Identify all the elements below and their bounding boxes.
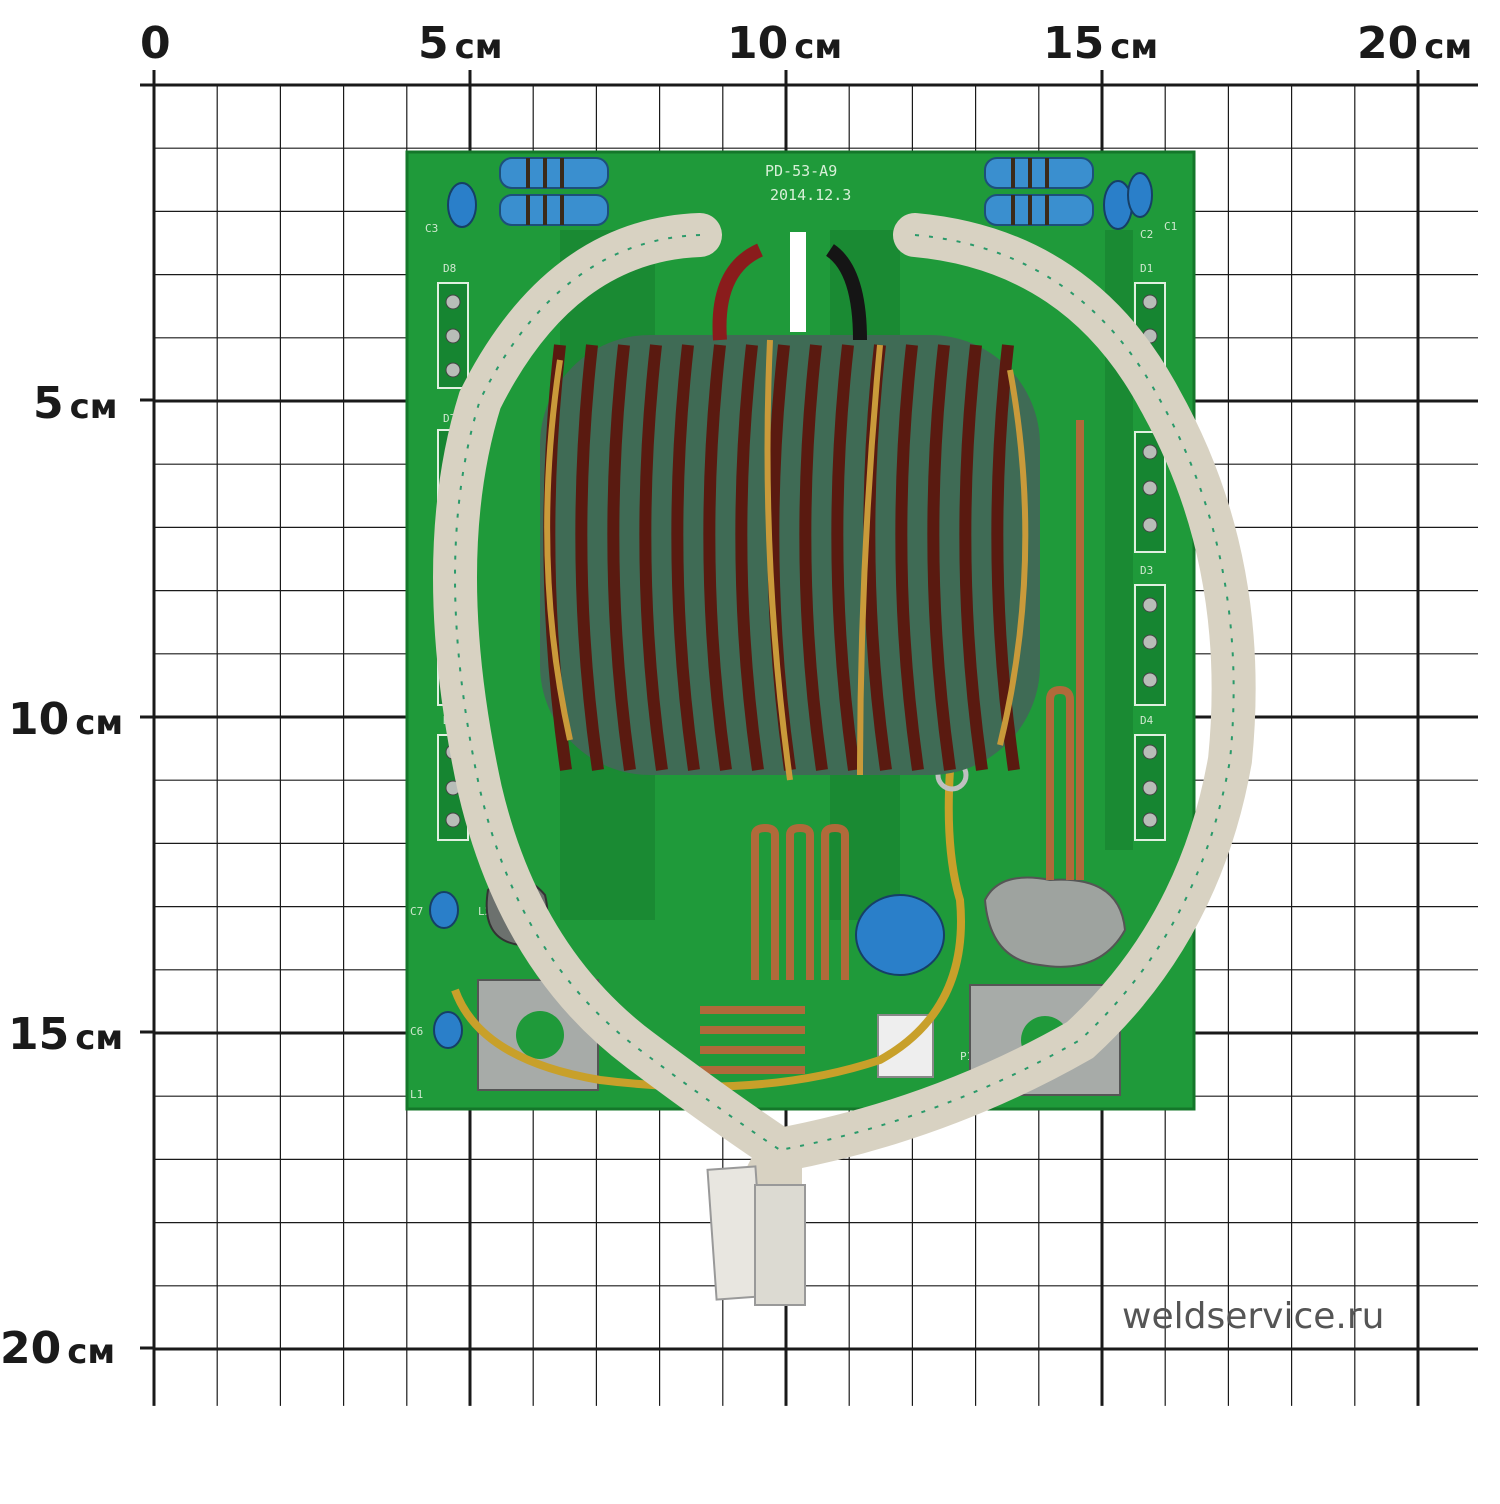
watermark: weldservice.ru bbox=[1122, 1296, 1385, 1337]
silk-d8: D8 bbox=[443, 262, 456, 275]
coil-winding bbox=[607, 344, 636, 771]
coil-winding bbox=[703, 344, 732, 771]
coil-winding bbox=[927, 344, 956, 771]
ground-wire bbox=[451, 769, 965, 1091]
silk-d1: D1 bbox=[1140, 262, 1153, 275]
blue-capacitors bbox=[429, 172, 1153, 1049]
coil-winding bbox=[639, 344, 668, 771]
silk-c3: C3 bbox=[425, 222, 438, 235]
board-date-label: 2014.12.3 bbox=[770, 186, 851, 204]
silk-c6: C6 bbox=[410, 1025, 423, 1038]
silk-d3: D3 bbox=[1140, 564, 1153, 577]
silk-c7: C7 bbox=[410, 905, 423, 918]
toroid-choke bbox=[540, 243, 1040, 781]
coil-winding bbox=[895, 344, 924, 771]
coil-winding bbox=[799, 344, 828, 771]
coil-winding bbox=[831, 344, 860, 771]
cable-plugs bbox=[706, 1165, 806, 1306]
resistors bbox=[499, 157, 1094, 226]
coil-winding bbox=[575, 344, 604, 771]
coil-winding bbox=[959, 344, 988, 771]
board-model-label: PD-53-A9 bbox=[765, 162, 837, 180]
braided-cables bbox=[433, 213, 1256, 1272]
silk-d4: D4 bbox=[1140, 714, 1154, 727]
coil-winding bbox=[735, 344, 764, 771]
coil-winding bbox=[671, 344, 700, 771]
silk-l1: L1 bbox=[410, 1088, 423, 1101]
silk-c1: C1 bbox=[1164, 220, 1177, 233]
copper-leads bbox=[700, 420, 1084, 1074]
x-ruler-label-0: 0 bbox=[140, 18, 171, 69]
silk-c2: C2 bbox=[1140, 228, 1153, 241]
